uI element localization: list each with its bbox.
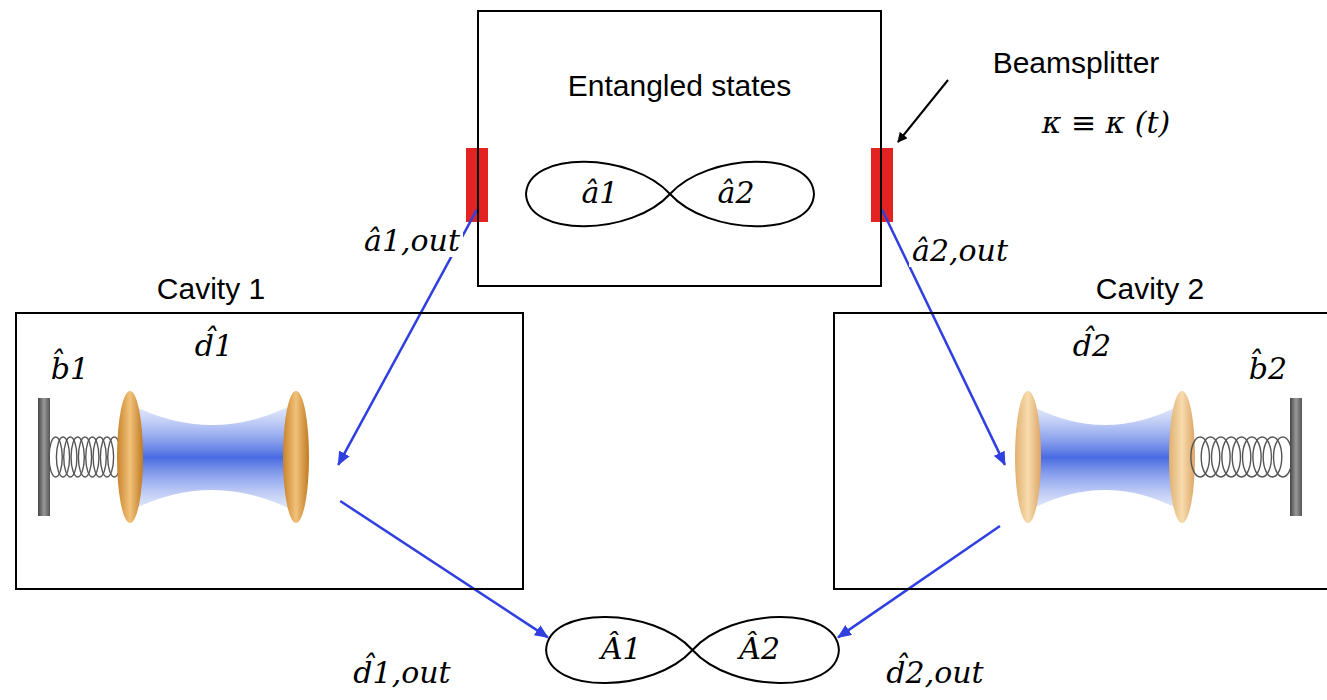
edge-label: â1,out	[361, 224, 463, 257]
light-beam	[132, 405, 292, 510]
infinity-outline	[540, 605, 845, 695]
wall	[38, 398, 50, 516]
leader-arrow	[898, 80, 948, 142]
mode-label: d̂2	[1073, 329, 1111, 362]
entangled-pair: â1 â2	[520, 150, 820, 238]
box-title: Cavity 1	[157, 272, 265, 305]
mode-label: Â2	[739, 632, 780, 665]
mirror	[283, 391, 309, 523]
wall	[1290, 398, 1302, 516]
mode-label: â1	[581, 176, 618, 209]
light-beam	[1030, 405, 1180, 510]
box-title: Cavity 2	[1096, 272, 1204, 305]
infinity-outline	[520, 150, 820, 238]
signal-arrow	[838, 526, 1000, 637]
callout-label: Beamsplitter	[993, 46, 1160, 79]
mode-label: b̂2	[1249, 352, 1287, 385]
signal-arrow	[340, 501, 548, 637]
entangled-pair: Â1 Â2	[540, 605, 845, 695]
spring	[49, 437, 121, 477]
box-title: Entangled states	[568, 69, 792, 102]
mirror	[117, 391, 143, 523]
edge-label: d̂1,out	[350, 656, 453, 689]
signal-arrow	[338, 209, 477, 464]
edge-label: â2,out	[909, 234, 1011, 267]
mode-label: b̂1	[51, 352, 89, 385]
source-box: Entangled states â1 â2	[477, 10, 882, 287]
mirror	[1015, 391, 1041, 523]
spring	[1191, 437, 1292, 477]
mode-label: â2	[718, 176, 755, 209]
cavity-box: Cavity 1	[15, 312, 524, 590]
edge-label: d̂2,out	[883, 656, 986, 689]
mode-label: d̂1	[195, 329, 233, 362]
mode-label: Â1	[601, 632, 642, 665]
parameter-label: κ ≡ κ (t)	[1042, 106, 1171, 139]
